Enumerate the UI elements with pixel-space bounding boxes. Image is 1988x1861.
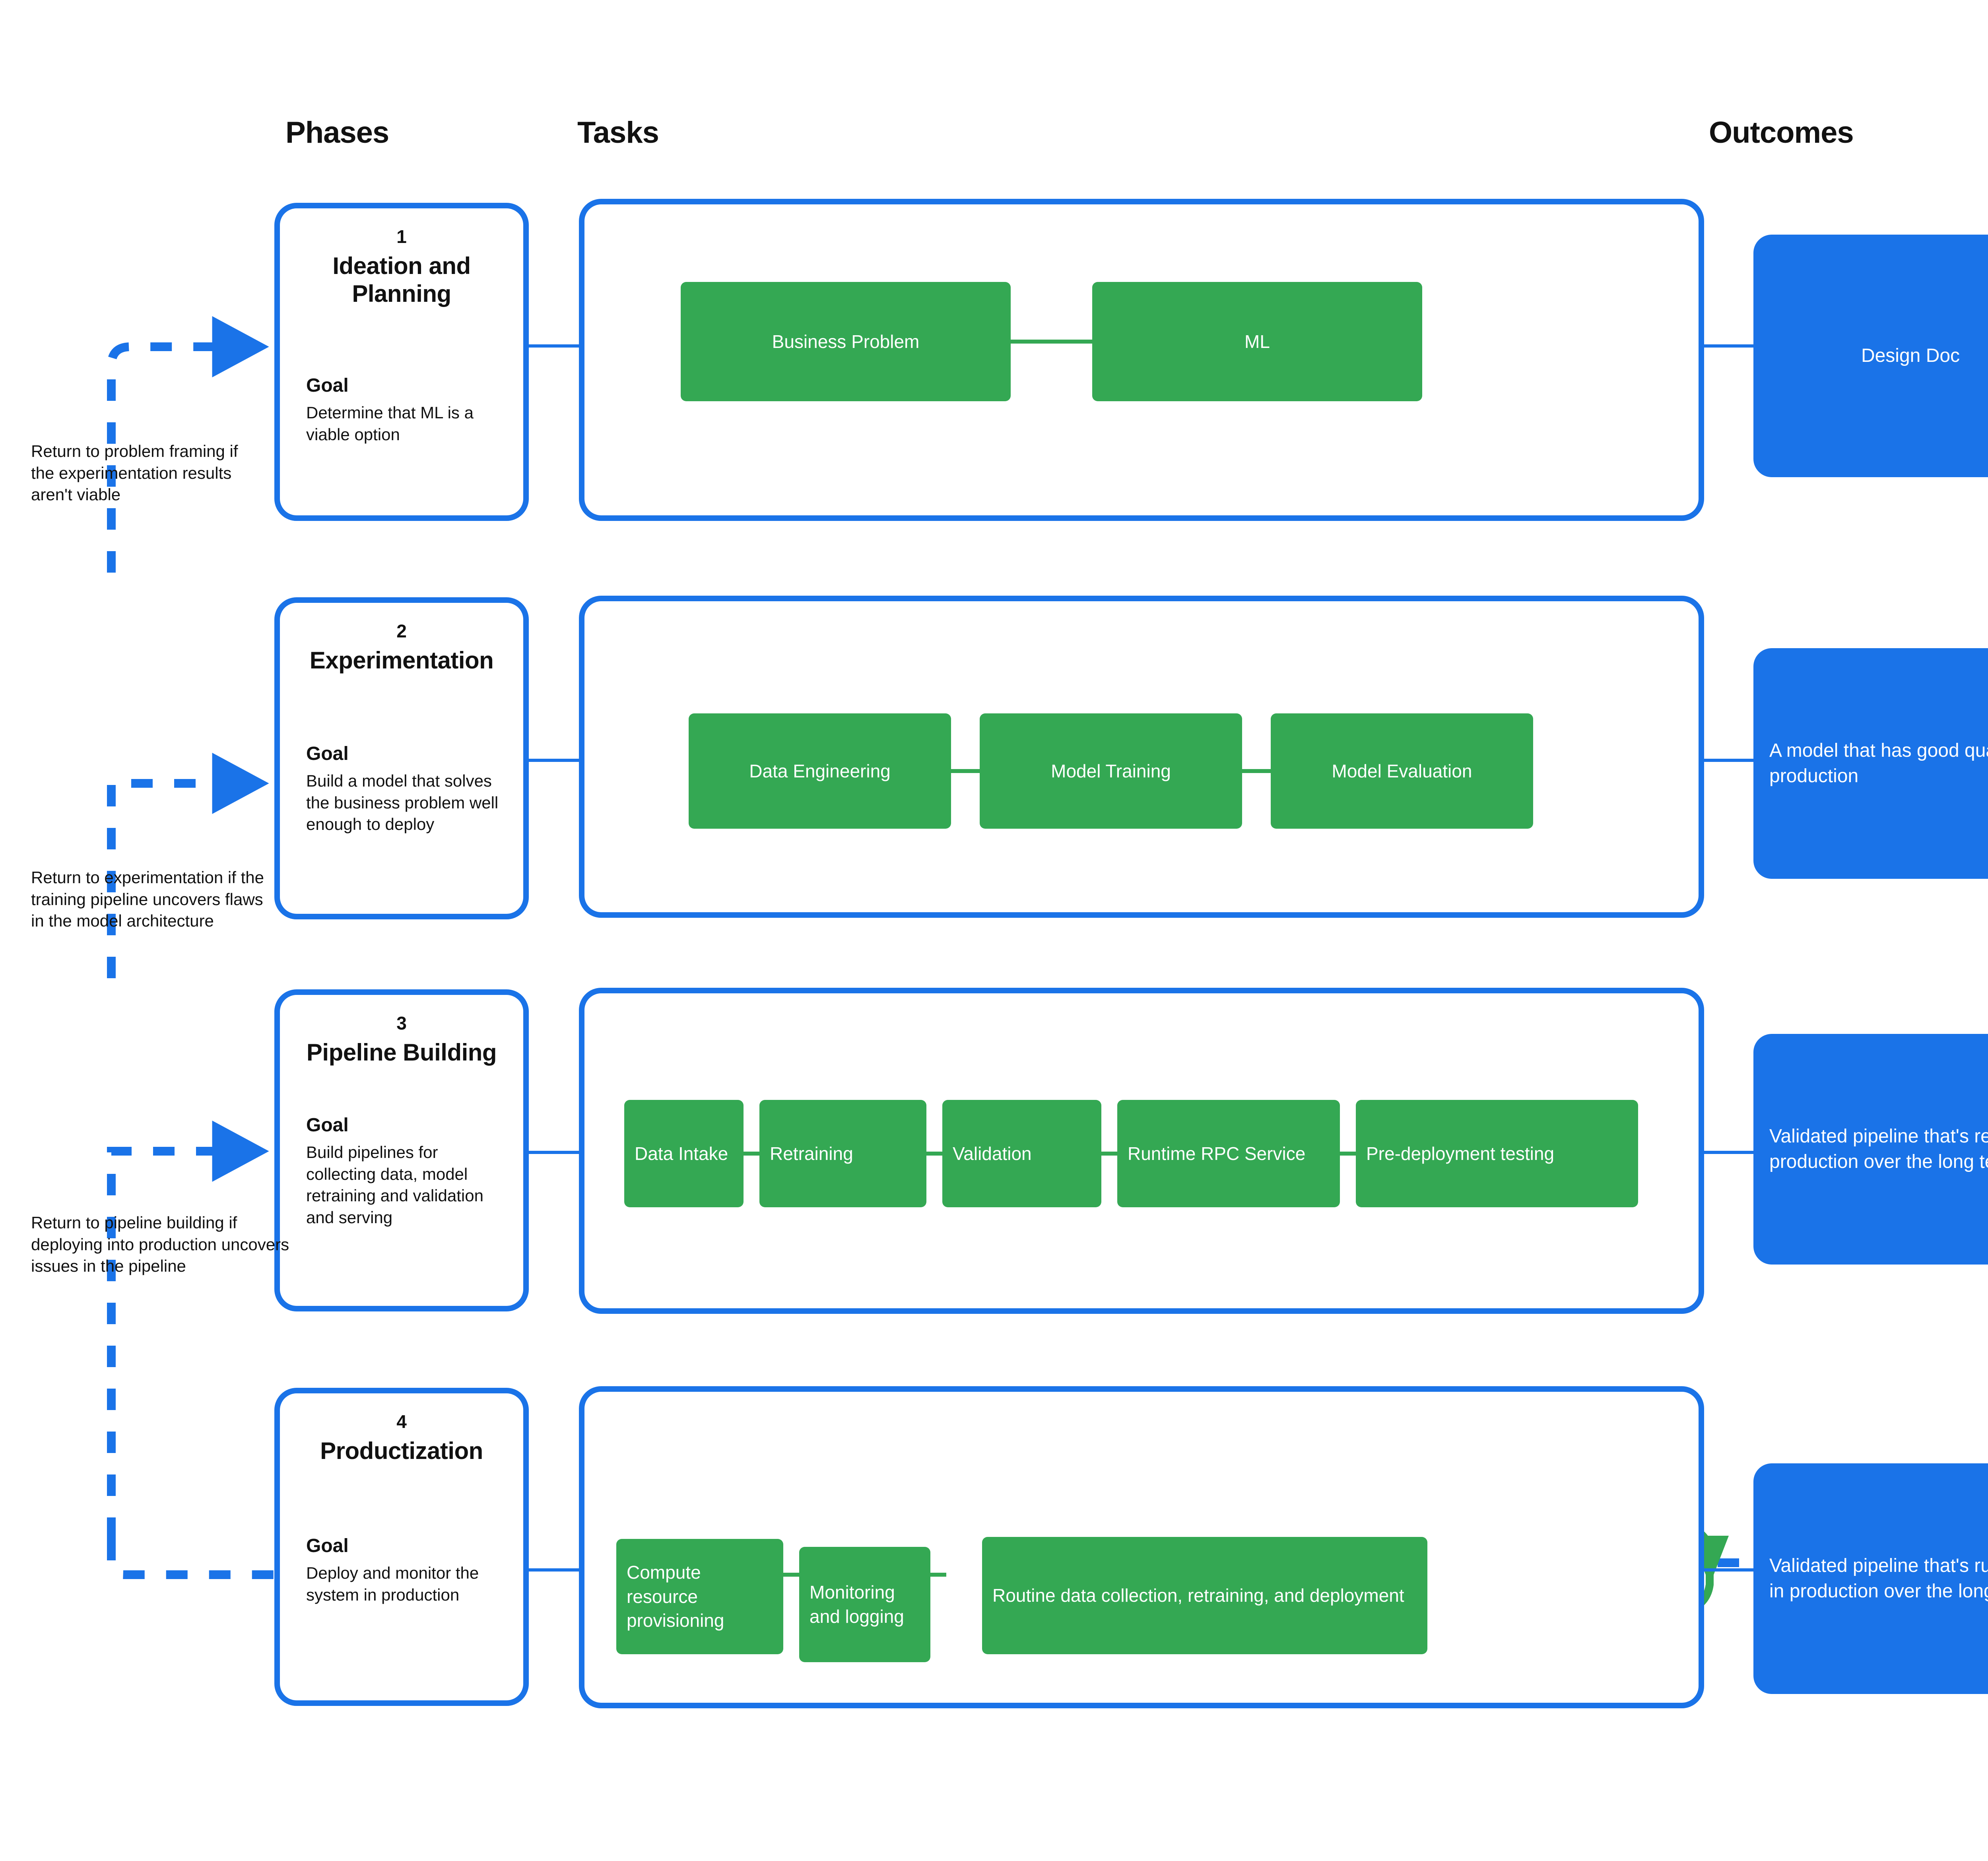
task-label-1-2: ML — [1244, 331, 1270, 352]
task-connector-3-1 — [744, 1152, 759, 1156]
task-label-4-1: Compute resource provisioning — [627, 1562, 724, 1631]
task-node-4-2[interactable]: Monitoring and logging — [799, 1547, 930, 1662]
goal-label-2: Goal — [306, 743, 349, 764]
connector-phase4-tasks — [529, 1568, 580, 1572]
connector-tasks3-outcome — [1704, 1151, 1756, 1154]
goal-label-4: Goal — [306, 1535, 349, 1556]
phase-title-2: Experimentation — [309, 647, 494, 674]
task-label-3-3: Validation — [953, 1143, 1032, 1164]
tasks-box-2: Data Engineering Model Training Model Ev… — [579, 596, 1704, 918]
task-node-1-1[interactable]: Business Problem — [681, 282, 1011, 401]
outcome-box-2[interactable]: A model that has good quality for produc… — [1753, 648, 1988, 879]
task-node-2-3[interactable]: Model Evaluation — [1271, 713, 1533, 829]
task-label-3-1: Data Intake — [635, 1143, 728, 1164]
phase-title-4: Productization — [320, 1438, 483, 1464]
task-node-2-1[interactable]: Data Engineering — [689, 713, 951, 829]
task-connector-3-3 — [1101, 1152, 1117, 1156]
task-label-4-3: Routine data collection, retraining, and… — [992, 1585, 1404, 1606]
outcome-label-1: Design Doc — [1861, 345, 1960, 366]
task-node-2-2[interactable]: Model Training — [980, 713, 1242, 829]
outcome-box-1[interactable]: Design Doc — [1753, 235, 1988, 477]
tasks-box-3: Data Intake Retraining Validation Runtim… — [579, 988, 1704, 1314]
task-node-4-1[interactable]: Compute resource provisioning — [616, 1539, 783, 1654]
task-node-3-1[interactable]: Data Intake — [624, 1100, 744, 1207]
phase-card-3[interactable]: 3 Pipeline Building Goal Build pipelines… — [274, 989, 529, 1311]
task-connector-2-1 — [951, 769, 980, 773]
annotation-left-3: Return to pipeline building if deploying… — [31, 1213, 289, 1276]
task-label-1-1: Business Problem — [772, 331, 920, 352]
task-node-3-5[interactable]: Pre-deployment testing — [1356, 1100, 1638, 1207]
goal-text-1: Determine that ML is a viable option — [306, 403, 474, 444]
outcome-box-4[interactable]: Validated pipeline that's running in pro… — [1753, 1463, 1988, 1694]
task-connector-4-1 — [783, 1573, 799, 1577]
phase-card-1[interactable]: 1 Ideation and Planning Goal Determine t… — [274, 203, 529, 521]
task-label-2-1: Data Engineering — [749, 760, 891, 781]
tasks-box-1: Business Problem ML — [579, 199, 1704, 521]
feedback-arrow-3 — [107, 1121, 269, 1539]
task-connector-3-4 — [1340, 1152, 1356, 1156]
feedback-trunk-bottom — [107, 1539, 274, 1579]
column-header-phases: Phases — [285, 116, 389, 150]
task-label-2-2: Model Training — [1051, 760, 1171, 781]
outcome-label-2: A model that has good quality for produc… — [1769, 740, 1988, 787]
phase-title-1: Ideation and Planning — [332, 253, 471, 307]
connector-phase1-tasks — [529, 344, 580, 348]
task-connector-4-2 — [930, 1573, 946, 1577]
outcome-label-3: Validated pipeline that's ready for prod… — [1769, 1125, 1988, 1172]
outcome-label-4: Validated pipeline that's running in pro… — [1769, 1555, 1988, 1602]
goal-label-1: Goal — [306, 375, 349, 396]
task-node-4-3[interactable]: Routine data collection, retraining, and… — [982, 1537, 1427, 1654]
connector-tasks1-outcome — [1704, 344, 1756, 348]
task-node-1-2[interactable]: ML — [1092, 282, 1422, 401]
phase-number-3: 3 — [396, 1013, 407, 1033]
phase-title-3: Pipeline Building — [306, 1039, 497, 1066]
task-node-3-4[interactable]: Runtime RPC Service — [1117, 1100, 1340, 1207]
task-node-3-2[interactable]: Retraining — [759, 1100, 926, 1207]
task-connector-3-2 — [926, 1152, 942, 1156]
phase-card-4[interactable]: 4 Productization Goal Deploy and monitor… — [274, 1388, 529, 1706]
goal-text-2: Build a model that solves the business p… — [306, 771, 499, 834]
connector-phase3-tasks — [529, 1151, 580, 1154]
connector-tasks2-outcome — [1704, 759, 1756, 762]
column-header-outcomes: Outcomes — [1709, 116, 1854, 150]
goal-text-4: Deploy and monitor the system in product… — [306, 1564, 479, 1604]
task-label-4-2: Monitoring and logging — [810, 1582, 904, 1627]
phase-card-2[interactable]: 2 Experimentation Goal Build a model tha… — [274, 597, 529, 919]
phase-number-2: 2 — [396, 621, 407, 641]
connector-tasks4-outcome — [1704, 1568, 1756, 1572]
task-label-3-5: Pre-deployment testing — [1366, 1143, 1555, 1164]
phase-number-1: 1 — [396, 226, 407, 247]
task-label-2-3: Model Evaluation — [1332, 760, 1472, 781]
task-connector-1-1 — [1011, 340, 1092, 344]
connector-phase2-tasks — [529, 759, 580, 762]
task-node-3-3[interactable]: Validation — [942, 1100, 1101, 1207]
goal-text-3: Build pipelines for collecting data, mod… — [306, 1143, 483, 1227]
annotation-left-2: Return to experimentation if the trainin… — [31, 868, 264, 930]
task-connector-2-2 — [1242, 769, 1271, 773]
task-label-3-2: Retraining — [770, 1143, 853, 1164]
phase-number-4: 4 — [396, 1411, 407, 1432]
outcome-box-3[interactable]: Validated pipeline that's ready for prod… — [1753, 1034, 1988, 1265]
goal-label-3: Goal — [306, 1115, 349, 1136]
column-header-tasks: Tasks — [577, 116, 659, 150]
annotation-left-1: Return to problem framing if the experim… — [31, 442, 238, 504]
tasks-box-4: Compute resource provisioning Monitoring… — [579, 1386, 1704, 1708]
task-label-3-4: Runtime RPC Service — [1128, 1143, 1306, 1164]
